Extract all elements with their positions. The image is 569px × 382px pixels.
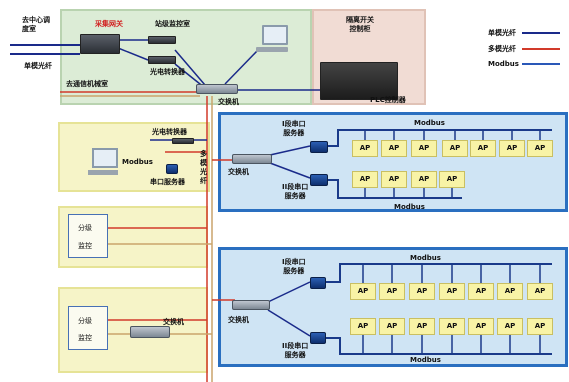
middle-converter-label: 光电转换器 <box>152 128 187 136</box>
section1-server-top <box>310 141 328 153</box>
top-switch-label: 交换机 <box>218 98 239 106</box>
section1-server-top-label: I段串口 服务器 <box>282 120 306 137</box>
legend-single-mode: 单模光纤 <box>488 29 516 37</box>
gateway-label: 采集网关 <box>95 20 123 28</box>
single-mode-fiber-label: 单模光纤 <box>24 62 52 70</box>
section1-panel <box>218 112 568 212</box>
section1-server-bottom <box>310 174 328 186</box>
converter-top-2 <box>148 56 176 64</box>
section2-modbus-bottom: Modbus <box>410 356 441 364</box>
middle-keyboard-icon <box>88 170 118 175</box>
converter-top-1 <box>148 36 176 44</box>
s1-ap-bottom-3: AP <box>411 171 437 188</box>
yellow-panel-1 <box>58 122 210 192</box>
multimode-vertical-label: 多 模 光 纤 <box>200 150 207 185</box>
s1-ap-top-6: AP <box>499 140 525 157</box>
s1-ap-top-4: AP <box>442 140 468 157</box>
section1-modbus-bottom: Modbus <box>394 203 425 211</box>
s1-ap-top-1: AP <box>352 140 378 157</box>
s1-ap-top-3: AP <box>411 140 437 157</box>
s2-ap-bottom-4: AP <box>439 318 465 335</box>
s2-ap-bottom-3: AP <box>409 318 435 335</box>
section2-switch-label: 交换机 <box>228 316 249 324</box>
section1-modbus-top: Modbus <box>414 119 445 127</box>
s2-ap-top-1: AP <box>350 283 376 300</box>
s1-ap-bottom-4: AP <box>439 171 465 188</box>
legend-modbus: Modbus <box>488 60 519 68</box>
s1-ap-bottom-1: AP <box>352 171 378 188</box>
s2-ap-top-2: AP <box>379 283 405 300</box>
middle-serial-server-label: 串口服务器 <box>150 178 185 186</box>
s2-ap-bottom-6: AP <box>497 318 523 335</box>
monitor-computer-icon <box>262 25 288 45</box>
s2-ap-bottom-7: AP <box>527 318 553 335</box>
s2-ap-top-3: AP <box>409 283 435 300</box>
section2-modbus-top: Modbus <box>410 254 441 262</box>
s2-ap-top-4: AP <box>439 283 465 300</box>
section1-server-bottom-label: II段串口 服务器 <box>282 183 309 200</box>
s1-ap-top-5: AP <box>470 140 496 157</box>
section2-switch <box>232 300 270 310</box>
middle-modbus-label: Modbus <box>122 158 153 166</box>
section2-server-bottom <box>310 332 326 344</box>
s2-ap-bottom-1: AP <box>350 318 376 335</box>
section2-server-top <box>310 277 326 289</box>
sub1-inner <box>68 214 108 258</box>
sub1-label-2: 监控 <box>78 242 92 250</box>
section1-switch <box>232 154 272 164</box>
sub1-label-1: 分级 <box>78 224 92 232</box>
s2-ap-top-7: AP <box>527 283 553 300</box>
converter-top-label: 光电转换器 <box>150 68 185 76</box>
s1-ap-top-7: AP <box>527 140 553 157</box>
sub2-inner <box>68 306 108 350</box>
sub2-switch <box>130 326 170 338</box>
s2-ap-bottom-5: AP <box>468 318 494 335</box>
s1-ap-top-2: AP <box>381 140 407 157</box>
section2-server-top-label: I段串口 服务器 <box>282 258 306 275</box>
sub2-switch-label: 交换机 <box>163 318 184 326</box>
section2-server-bottom-label: II段串口 服务器 <box>282 342 309 359</box>
middle-serial-server <box>166 164 178 174</box>
s2-ap-bottom-2: AP <box>379 318 405 335</box>
monitor-room-label: 站级监控室 <box>155 20 190 28</box>
monitor-keyboard-icon <box>256 47 288 52</box>
s2-ap-top-5: AP <box>468 283 494 300</box>
plc-label: PLC控制器 <box>370 96 406 104</box>
plc-device <box>320 62 398 100</box>
section1-switch-label: 交换机 <box>228 168 249 176</box>
legend-multi-mode: 多模光纤 <box>488 45 516 53</box>
comm-room-label: 去通信机械室 <box>66 80 108 88</box>
middle-computer-icon <box>92 148 118 168</box>
isolation-label: 隔离开关 控制柜 <box>346 16 374 33</box>
sub2-label-1: 分级 <box>78 317 92 325</box>
middle-converter-device <box>172 138 194 144</box>
central-room-label: 去中心调 度室 <box>22 16 50 33</box>
s1-ap-bottom-2: AP <box>381 171 407 188</box>
sub2-label-2: 监控 <box>78 334 92 342</box>
s2-ap-top-6: AP <box>497 283 523 300</box>
top-switch <box>196 84 238 94</box>
gateway-device <box>80 34 120 54</box>
